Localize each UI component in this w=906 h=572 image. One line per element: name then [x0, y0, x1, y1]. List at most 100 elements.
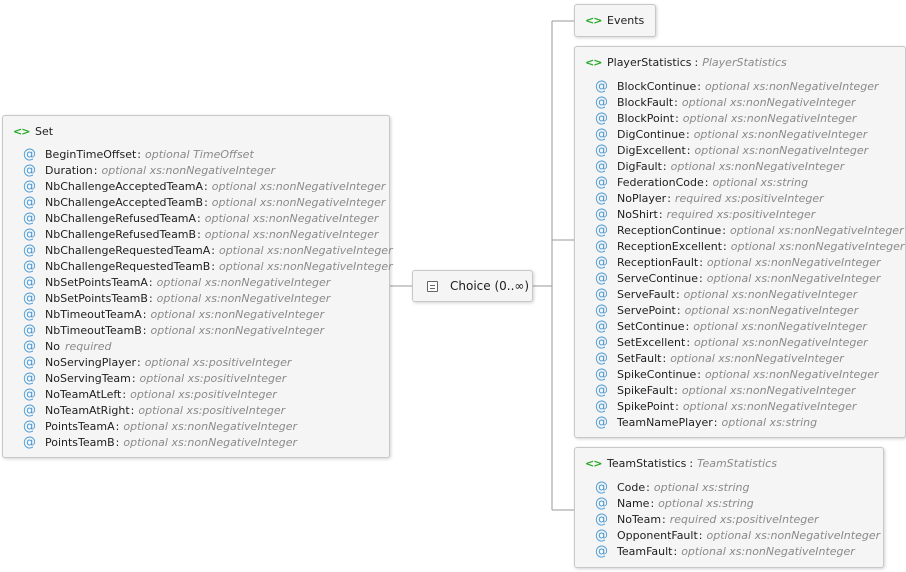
attribute-meta: optional xs:positiveInteger: [139, 372, 287, 385]
attribute-row[interactable]: @TeamNamePlayer:optional xs:string: [595, 415, 904, 431]
attribute-row[interactable]: @NbChallengeRefusedTeamB:optional xs:non…: [23, 227, 393, 243]
attribute-icon: @: [23, 275, 36, 290]
attribute-row[interactable]: @BeginTimeOffset:optional TimeOffset: [23, 147, 393, 163]
attribute-meta: optional xs:nonNegativeInteger: [218, 260, 393, 273]
attribute-separator: :: [667, 192, 671, 205]
attribute-name: DigContinue: [617, 128, 685, 141]
attribute-row[interactable]: @ReceptionFault:optional xs:nonNegativeI…: [595, 255, 904, 271]
attribute-meta: optional xs:nonNegativeInteger: [704, 80, 879, 93]
attribute-row[interactable]: @TeamFault:optional xs:nonNegativeIntege…: [595, 544, 880, 560]
attribute-name: TeamFault: [617, 545, 673, 558]
attribute-meta: optional xs:nonNegativeInteger: [706, 272, 881, 285]
attribute-row[interactable]: @SetContinue:optional xs:nonNegativeInte…: [595, 319, 904, 335]
attribute-meta: optional xs:nonNegativeInteger: [706, 256, 881, 269]
attribute-row[interactable]: @NoShirt:required xs:positiveInteger: [595, 207, 904, 223]
attribute-separator: :: [93, 164, 98, 177]
attribute-name: NoTeamAtLeft: [45, 388, 122, 401]
attribute-row[interactable]: @SpikeContinue:optional xs:nonNegativeIn…: [595, 367, 904, 383]
team-statistics-name: TeamStatistics: [607, 457, 687, 470]
attribute-name: FederationCode: [617, 176, 704, 189]
choice-header: Choice (0..∞): [427, 279, 529, 293]
attribute-separator: :: [676, 304, 681, 317]
attribute-separator: :: [699, 256, 703, 269]
attribute-row[interactable]: @FederationCode:optional xs:string: [595, 175, 904, 191]
attribute-icon: @: [595, 143, 608, 158]
attribute-meta: optional xs:nonNegativeInteger: [681, 96, 856, 109]
attribute-row[interactable]: @ReceptionContinue:optional xs:nonNegati…: [595, 223, 904, 239]
attribute-row[interactable]: @NoServingTeam:optional xs:positiveInteg…: [23, 371, 393, 387]
attribute-row[interactable]: @SpikeFault:optional xs:nonNegativeInteg…: [595, 383, 904, 399]
attribute-row[interactable]: @Duration:optional xs:nonNegativeInteger: [23, 163, 393, 179]
attribute-row[interactable]: @SetExcellent:optional xs:nonNegativeInt…: [595, 335, 904, 351]
attribute-name: No: [45, 340, 60, 353]
set-element-box[interactable]: <> Set @BeginTimeOffset:optional TimeOff…: [2, 115, 393, 458]
attribute-row[interactable]: @NoPlayer:required xs:positiveInteger: [595, 191, 904, 207]
attribute-row[interactable]: @BlockContinue:optional xs:nonNegativeIn…: [595, 79, 904, 95]
attribute-separator: :: [137, 148, 142, 161]
attribute-separator: :: [131, 372, 136, 385]
attribute-row[interactable]: @ReceptionExcellent:optional xs:nonNegat…: [595, 239, 904, 255]
attribute-row[interactable]: @NbChallengeRequestedTeamB:optional xs:n…: [23, 259, 393, 275]
attribute-row[interactable]: @BlockPoint:optional xs:nonNegativeInteg…: [595, 111, 904, 127]
events-element-box[interactable]: <> Events: [574, 4, 656, 37]
attribute-separator: :: [142, 308, 147, 321]
attribute-row[interactable]: @OpponentFault:optional xs:nonNegativeIn…: [595, 528, 880, 544]
attribute-name: BlockContinue: [617, 80, 697, 93]
team-statistics-type: TeamStatistics: [697, 457, 777, 470]
attribute-row[interactable]: @NbTimeoutTeamB:optional xs:nonNegativeI…: [23, 323, 393, 339]
attribute-separator: :: [704, 176, 709, 189]
attribute-row[interactable]: @NbChallengeRequestedTeamA:optional xs:n…: [23, 243, 393, 259]
attribute-row[interactable]: @NoTeamAtLeft:optional xs:positiveIntege…: [23, 387, 393, 403]
attribute-row[interactable]: @NbTimeoutTeamA:optional xs:nonNegativeI…: [23, 307, 393, 323]
attribute-row[interactable]: @DigFault:optional xs:nonNegativeInteger: [595, 159, 904, 175]
attribute-row[interactable]: @Code:optional xs:string: [595, 480, 880, 496]
attribute-icon: @: [595, 271, 608, 286]
attribute-name: NoTeam: [617, 513, 662, 526]
attribute-name: SpikeFault: [617, 384, 674, 397]
attribute-row[interactable]: @NoTeamAtRight:optional xs:positiveInteg…: [23, 403, 393, 419]
attribute-row[interactable]: @NbChallengeRefusedTeamA:optional xs:non…: [23, 211, 393, 227]
attribute-meta: optional xs:nonNegativeInteger: [150, 324, 325, 337]
attribute-separator: :: [211, 244, 215, 257]
choice-box[interactable]: Choice (0..∞): [412, 270, 533, 302]
attribute-row[interactable]: @NbSetPointsTeamA:optional xs:nonNegativ…: [23, 275, 393, 291]
attribute-row[interactable]: @ServeFault:optional xs:nonNegativeInteg…: [595, 287, 904, 303]
attribute-icon: @: [595, 496, 608, 511]
attribute-row[interactable]: @NbSetPointsTeamB:optional xs:nonNegativ…: [23, 291, 393, 307]
attribute-separator: :: [204, 196, 208, 209]
attribute-icon: @: [23, 227, 36, 242]
attribute-icon: @: [595, 159, 608, 174]
attribute-separator: :: [698, 529, 703, 542]
attribute-icon: @: [595, 351, 608, 366]
events-element-name: Events: [607, 14, 645, 27]
attribute-meta: optional xs:nonNegativeInteger: [123, 420, 298, 433]
attribute-icon: @: [595, 303, 608, 318]
attribute-row[interactable]: @NbChallengeAcceptedTeamB:optional xs:no…: [23, 195, 393, 211]
attribute-icon: @: [23, 371, 36, 386]
attribute-row[interactable]: @PointsTeamA:optional xs:nonNegativeInte…: [23, 419, 393, 435]
attribute-row[interactable]: @ServePoint:optional xs:nonNegativeInteg…: [595, 303, 904, 319]
attribute-name: NbTimeoutTeamB: [45, 324, 142, 337]
attribute-row[interactable]: @SetFault:optional xs:nonNegativeInteger: [595, 351, 904, 367]
attribute-row[interactable]: @PointsTeamB:optional xs:nonNegativeInte…: [23, 435, 393, 451]
attribute-row[interactable]: @SpikePoint:optional xs:nonNegativeInteg…: [595, 399, 904, 415]
attribute-meta: optional xs:nonNegativeInteger: [123, 436, 298, 449]
attribute-row[interactable]: @NoServingPlayer:optional xs:positiveInt…: [23, 355, 393, 371]
attribute-meta: optional xs:nonNegativeInteger: [693, 128, 868, 141]
player-statistics-type: PlayerStatistics: [702, 56, 787, 69]
attribute-row[interactable]: @DigContinue:optional xs:nonNegativeInte…: [595, 127, 904, 143]
attribute-icon: @: [595, 319, 608, 334]
attribute-row[interactable]: @NoTeam:required xs:positiveInteger: [595, 512, 880, 528]
team-statistics-element-box[interactable]: <> TeamStatistics : TeamStatistics @Code…: [574, 447, 884, 568]
attribute-name: NoPlayer: [617, 192, 667, 205]
player-statistics-element-box[interactable]: <> PlayerStatistics : PlayerStatistics @…: [574, 46, 906, 438]
attribute-meta: required xs:positiveInteger: [674, 192, 824, 205]
attribute-row[interactable]: @ServeContinue:optional xs:nonNegativeIn…: [595, 271, 904, 287]
attribute-row[interactable]: @NbChallengeAcceptedTeamA:optional xs:no…: [23, 179, 393, 195]
attribute-row[interactable]: @BlockFault:optional xs:nonNegativeInteg…: [595, 95, 904, 111]
attribute-name: SpikeContinue: [617, 368, 697, 381]
attribute-row[interactable]: @Name:optional xs:string: [595, 496, 880, 512]
attribute-row[interactable]: @DigExcellent:optional xs:nonNegativeInt…: [595, 143, 904, 159]
attribute-name: BlockPoint: [617, 112, 675, 125]
